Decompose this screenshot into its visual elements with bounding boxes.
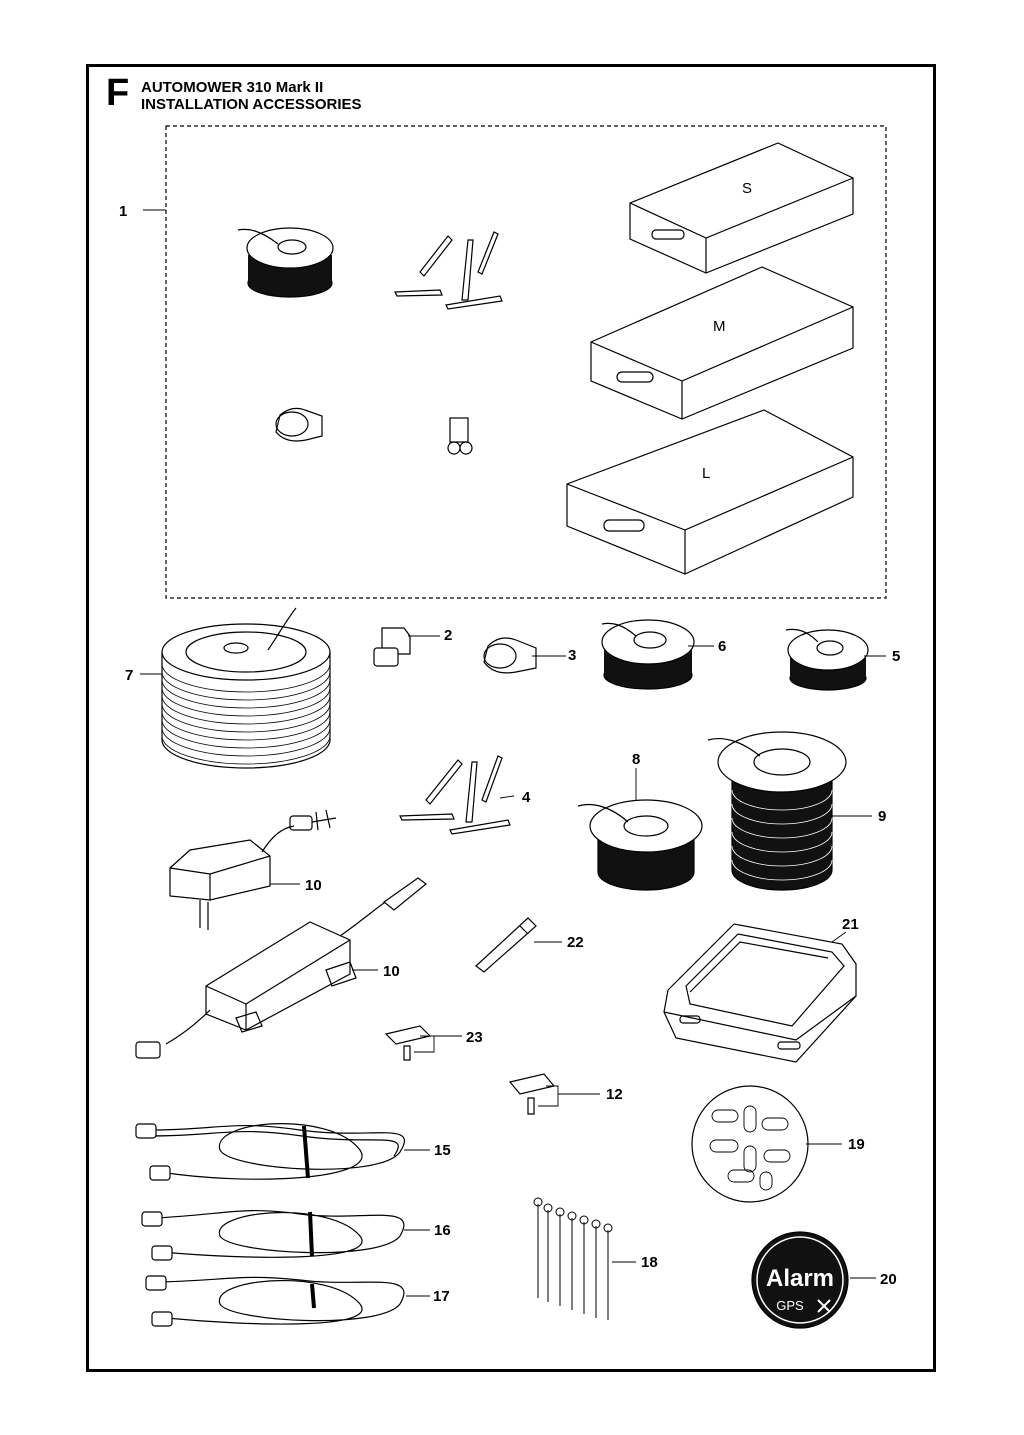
part-power-supply-brick xyxy=(135,877,427,1059)
callout-10b: 10 xyxy=(383,963,400,980)
part-alarm-sticker: Alarm GPS xyxy=(751,1231,849,1329)
callout-18: 18 xyxy=(641,1254,658,1271)
kit-box-m: M xyxy=(590,266,854,420)
callout-10a: 10 xyxy=(305,877,322,894)
page-title-line2: INSTALLATION ACCESSORIES xyxy=(141,96,362,113)
kit-boundary xyxy=(165,125,887,599)
kit-coupler xyxy=(275,407,323,442)
part-screwdriver-bit xyxy=(475,917,537,973)
part-boundary-wire-spool xyxy=(161,607,331,769)
callout-8: 8 xyxy=(632,751,640,768)
callout-21: 21 xyxy=(842,916,859,933)
kit-box-s: S xyxy=(629,142,854,274)
callout-22: 22 xyxy=(567,934,584,951)
part-wire-reel-6 xyxy=(601,619,695,690)
part-disc xyxy=(691,1085,809,1203)
callout-17: 17 xyxy=(433,1288,450,1305)
part-cable-17 xyxy=(145,1275,405,1327)
callout-16: 16 xyxy=(434,1222,451,1239)
kit-wire-reel xyxy=(237,227,334,298)
callout-12: 12 xyxy=(606,1086,623,1103)
part-wire-reel-8 xyxy=(577,799,703,891)
section-letter: F xyxy=(106,72,130,114)
kit-pegs xyxy=(394,231,503,310)
kit-box-s-label: S xyxy=(742,180,752,197)
callout-5: 5 xyxy=(892,648,900,665)
callout-9: 9 xyxy=(878,808,886,825)
part-wire-reel-5 xyxy=(785,628,869,691)
part-wire-reel-9 xyxy=(707,731,847,891)
part-power-supply-plug xyxy=(169,809,337,930)
part-screws xyxy=(533,1197,613,1320)
callout-23: 23 xyxy=(466,1029,483,1046)
callout-4: 4 xyxy=(522,789,531,806)
part-blade-screw xyxy=(384,1025,432,1061)
callout-6: 6 xyxy=(718,638,726,655)
drawing-frame xyxy=(86,64,936,1372)
sticker-text-gps: GPS xyxy=(776,1298,804,1313)
part-storage-case xyxy=(663,923,857,1063)
kit-box-l: L xyxy=(566,409,854,575)
part-pegs xyxy=(399,755,511,835)
callout-15: 15 xyxy=(434,1142,451,1159)
kit-box-l-label: L xyxy=(702,465,710,482)
callout-2: 2 xyxy=(444,627,452,644)
part-coupler xyxy=(483,637,537,674)
part-connector xyxy=(373,627,411,667)
callout-1: 1 xyxy=(119,203,127,220)
part-cable-16 xyxy=(141,1209,405,1261)
kit-connector xyxy=(447,417,473,455)
page-title-line1: AUTOMOWER 310 Mark II xyxy=(141,79,324,96)
part-plate-screw xyxy=(508,1073,556,1115)
leader-lines xyxy=(140,209,886,1297)
callout-3: 3 xyxy=(568,647,576,664)
part-cable-15 xyxy=(135,1123,406,1181)
callout-19: 19 xyxy=(848,1136,865,1153)
callout-7: 7 xyxy=(125,667,133,684)
sticker-text-alarm: Alarm xyxy=(766,1265,834,1292)
kit-box-m-label: M xyxy=(713,318,726,335)
callout-20: 20 xyxy=(880,1271,897,1288)
